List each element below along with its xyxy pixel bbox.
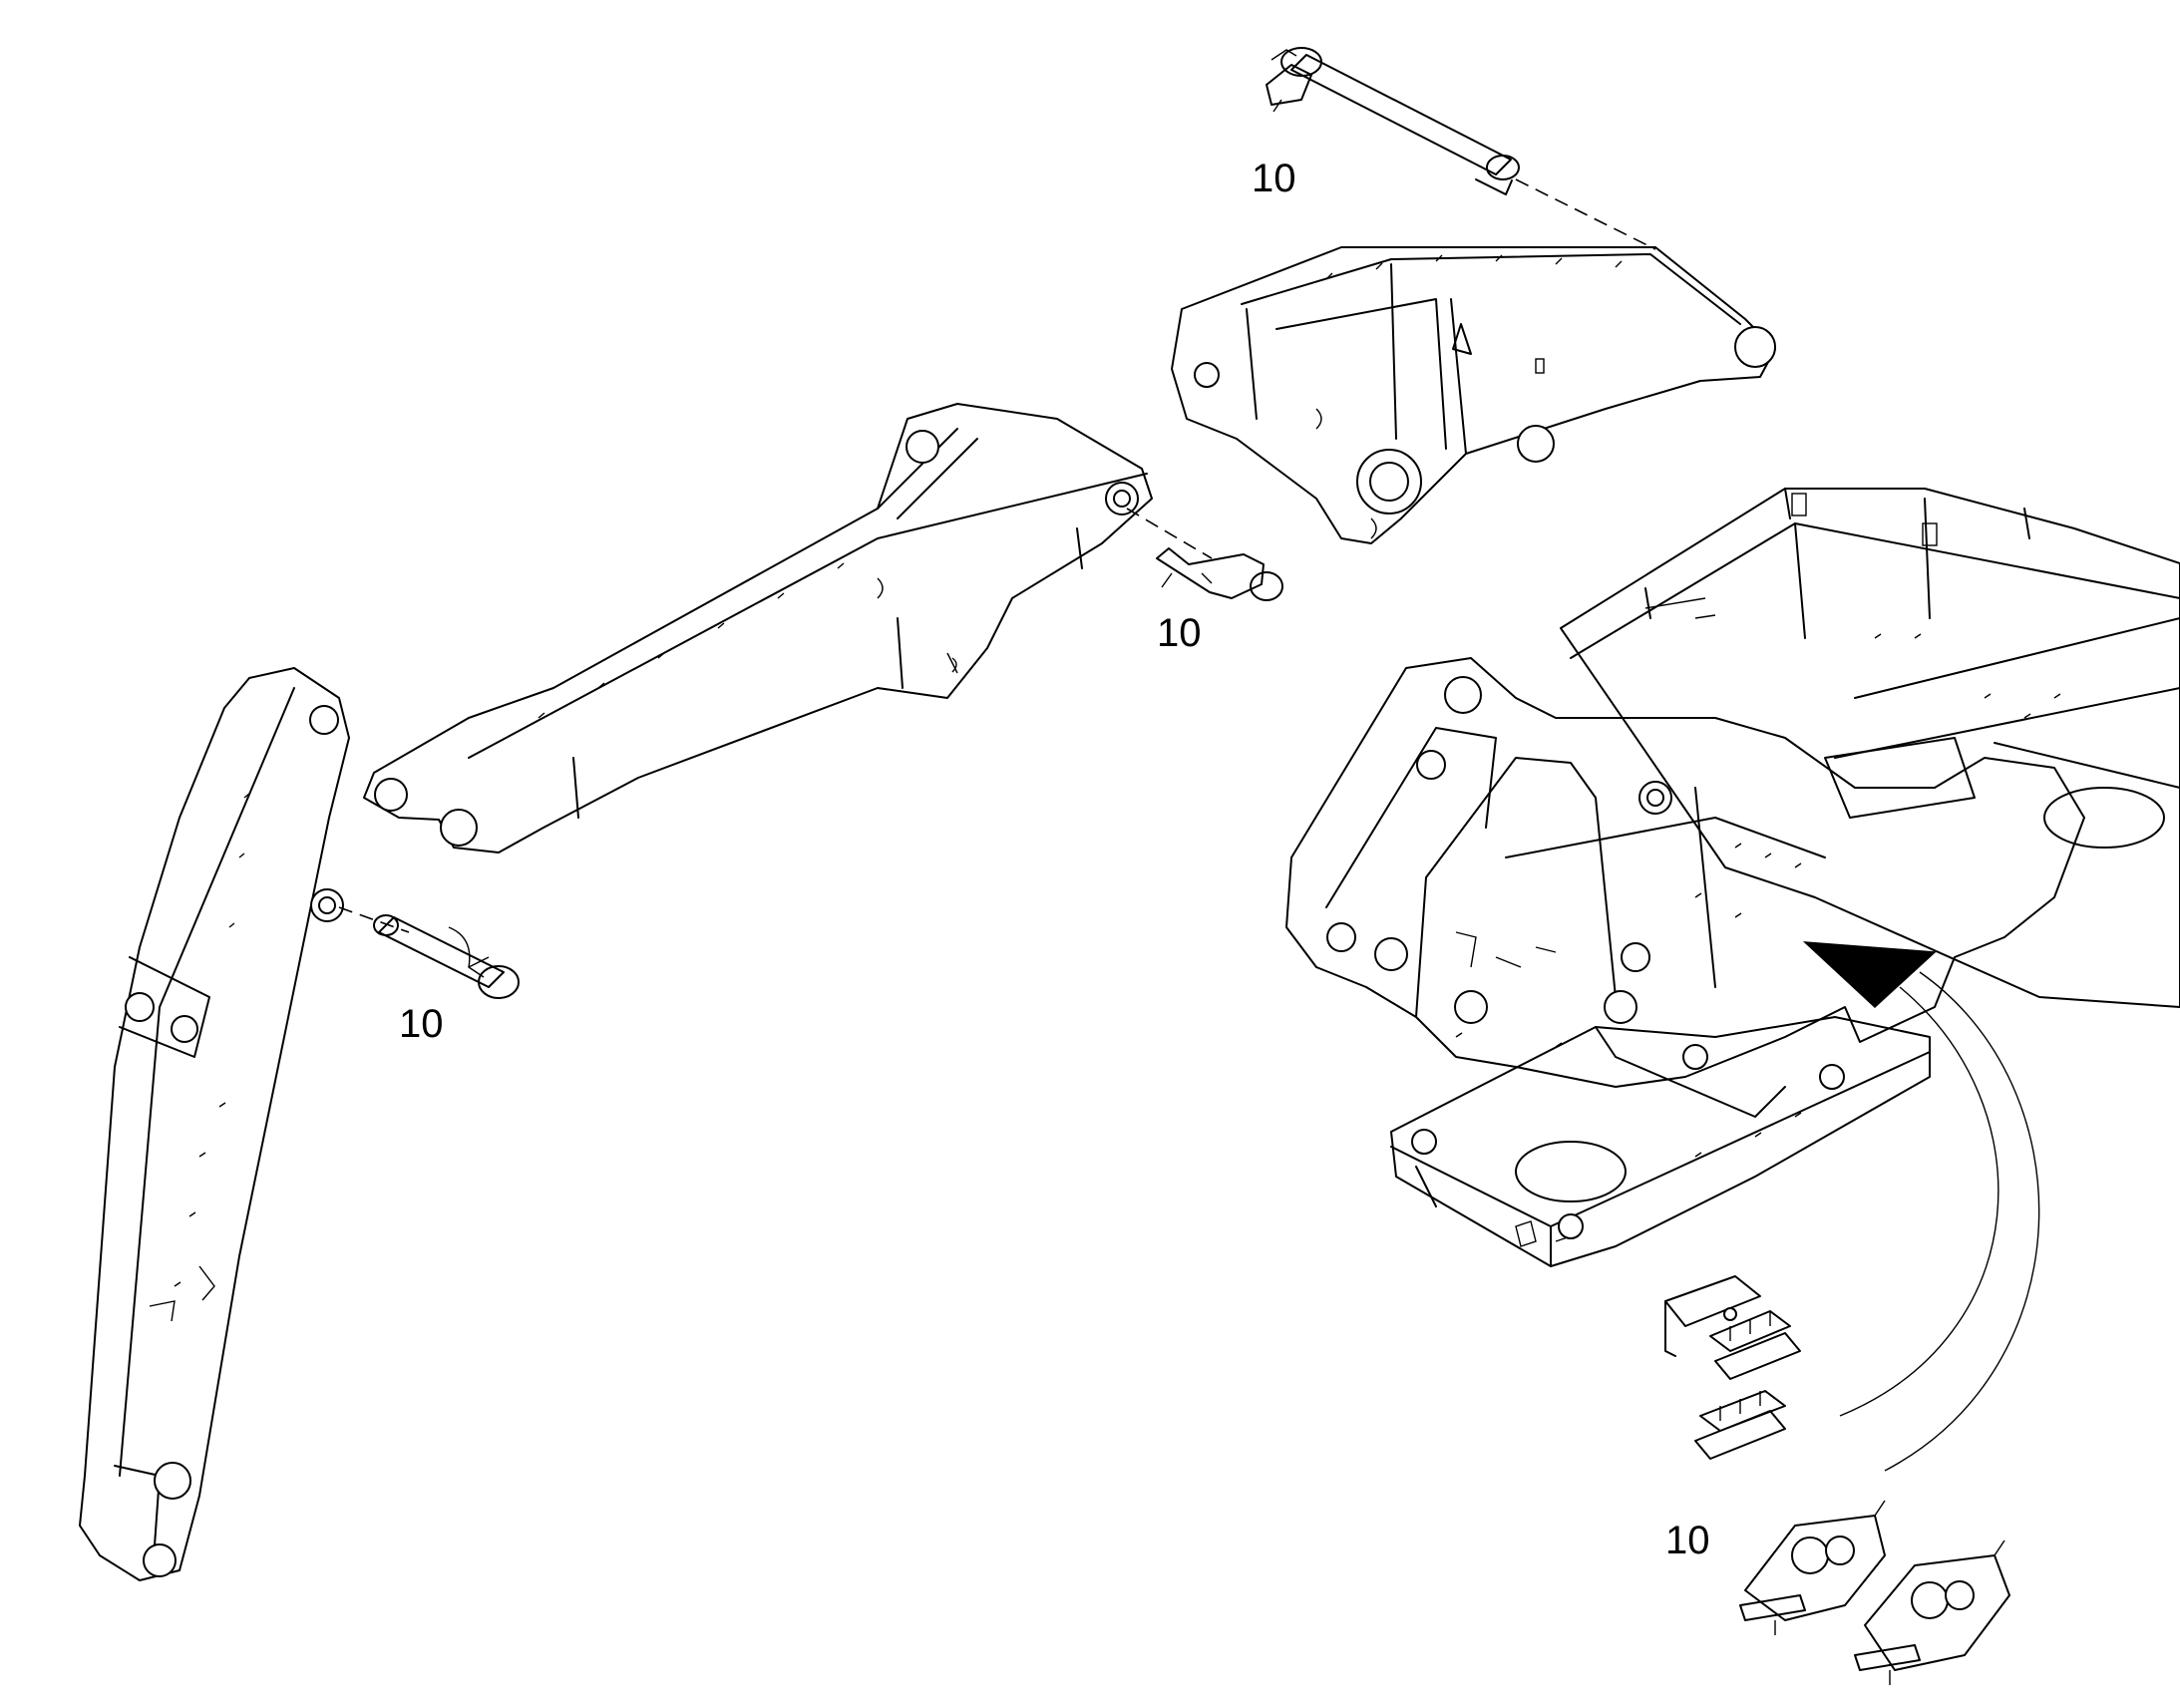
boom-foot-bracket — [1171, 246, 1776, 544]
top-pin-assembly — [1266, 47, 1520, 195]
sweep-line-inner — [1839, 986, 1999, 1417]
main-boom — [79, 667, 350, 1581]
sweep-line-outer — [1884, 971, 2040, 1472]
boom-pin-leader — [338, 906, 410, 933]
pointer-arrow — [1802, 941, 1937, 1009]
arm-pin-assembly — [1156, 547, 1283, 601]
callout-label-valve-block: 10 — [1665, 1519, 1710, 1562]
arm-stick — [363, 403, 1153, 854]
arm-pin-leader — [1126, 508, 1213, 559]
lower-tray — [1390, 1016, 1931, 1267]
top-pin-leader — [1515, 178, 1656, 250]
callout-label-top-pin: 10 — [1252, 157, 1296, 200]
callout-label-boom-pin: 10 — [399, 1002, 444, 1046]
electrical-plate — [1664, 1275, 1801, 1460]
main-turntable-frame — [1285, 657, 2085, 1088]
valve-block-assembly — [1739, 1500, 2010, 1685]
boom-pin-assembly — [373, 914, 520, 999]
upper-frame — [1560, 488, 2180, 1008]
callout-label-arm-pin: 10 — [1157, 611, 1202, 655]
